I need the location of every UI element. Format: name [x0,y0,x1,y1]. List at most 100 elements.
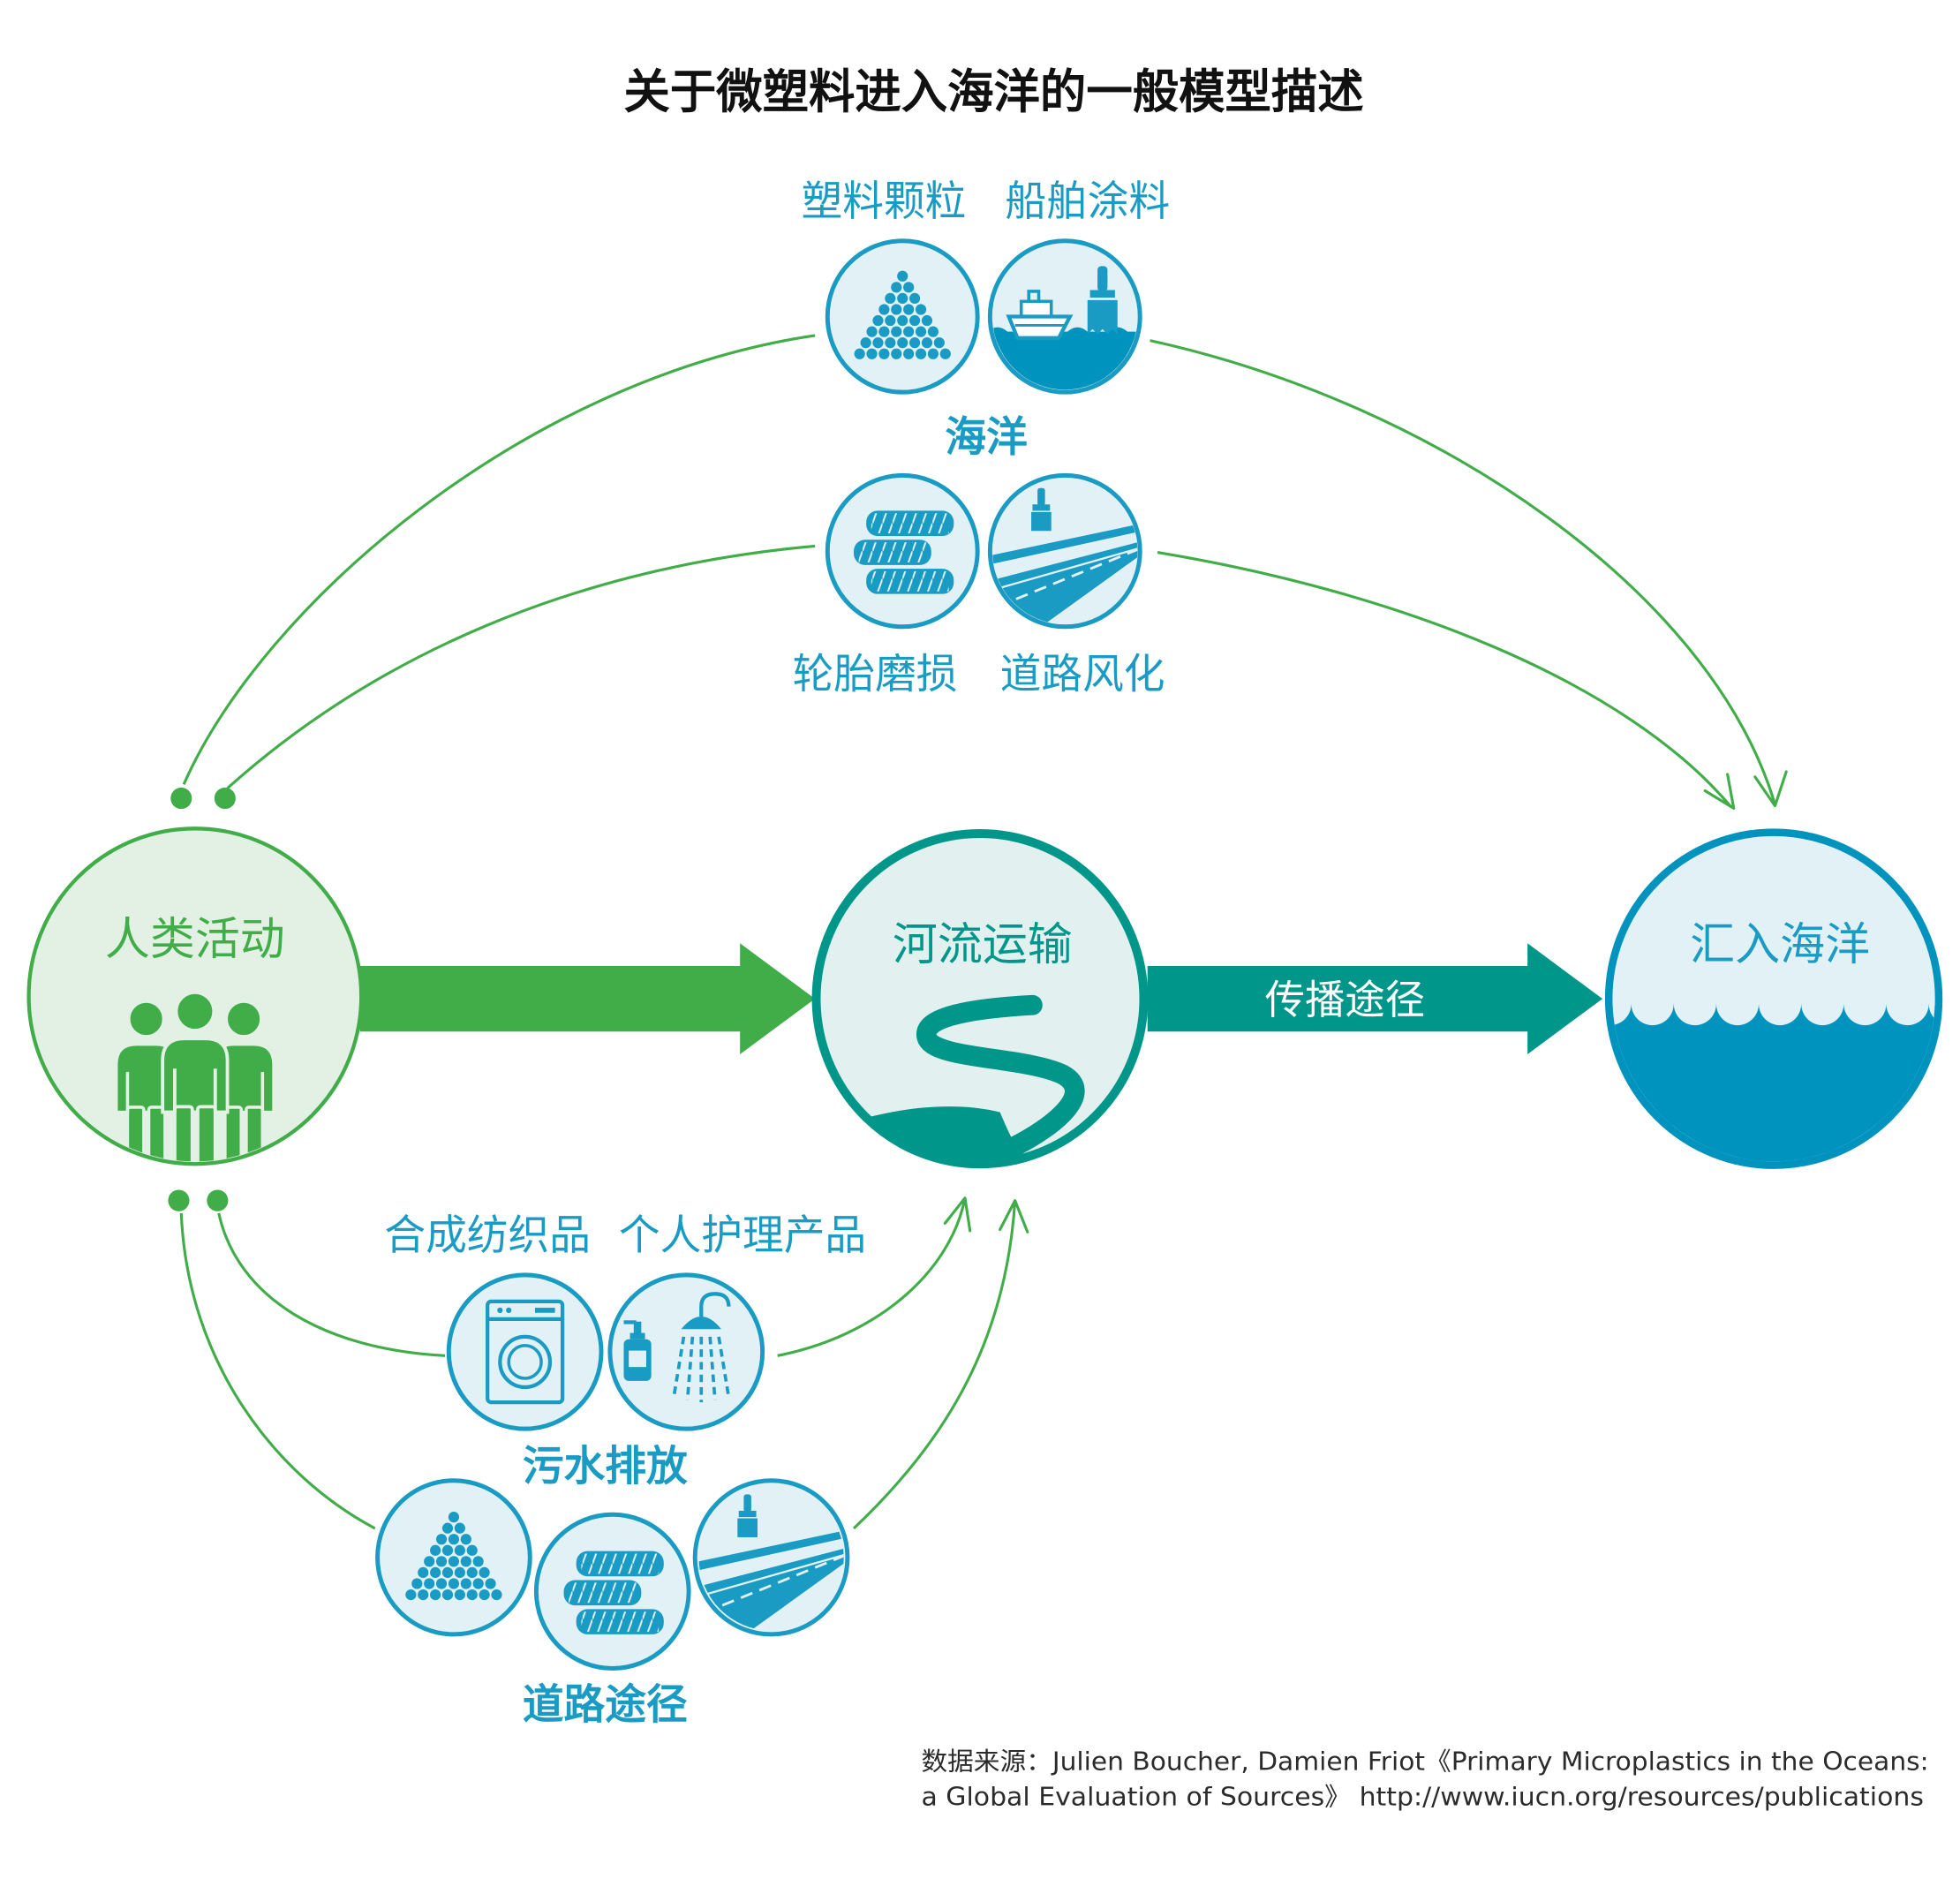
pellet [903,304,915,315]
pellet [872,337,884,349]
connector-dot [207,1189,229,1211]
pellet [435,1578,448,1589]
curve-inner-bottom-left [217,1212,446,1357]
source-label-tire-wear: 轮胎磨损 [793,650,958,698]
ship-paint-icon [987,238,1142,395]
pellet [466,1544,478,1556]
route-label-road: 道路途径 [523,1680,688,1729]
connector-dot [214,787,236,810]
stage-label-human-activity: 人类活动 [105,913,285,966]
pellet [466,1566,478,1579]
stage-river-transport: 河流运输 [811,829,1149,1169]
paint-brush-icon [737,1494,758,1537]
pellet [472,1556,484,1567]
pellet [860,337,871,349]
stage-label-ocean-sink: 汇入海洋 [1690,918,1870,971]
route-label-ocean: 海洋 [945,413,1027,462]
pellet [479,1588,490,1601]
pellet [430,1544,441,1556]
flow-curves [168,334,1788,1530]
pellet [909,314,921,327]
ocean-waves-icon [1612,982,1935,1162]
connector-dot [168,1189,190,1211]
pellet [460,1578,471,1589]
pellet [448,1511,460,1523]
tire-wear-icon [533,1512,691,1671]
pellet [424,1578,435,1589]
pellet [405,1588,417,1601]
pellet [909,337,921,349]
shower-icon [607,1272,765,1431]
tire-wear-icon [825,472,980,630]
pellet [424,1556,435,1567]
pellet [866,348,878,359]
pellet [891,348,902,359]
pellet [448,1556,460,1567]
wave-cap [1886,982,1929,1026]
pellet [448,1534,460,1545]
pellet [927,348,939,359]
pellet [418,1566,429,1579]
stage-human-activity: 人类活动 [26,826,364,1166]
pellet [885,337,896,349]
plastic-pellets-icon [825,238,980,395]
pellet [897,270,908,282]
paint-brush-icon [1031,487,1052,532]
washing-machine-icon [446,1272,604,1431]
road-weathering-icon [987,472,1142,630]
pellet [921,337,933,349]
pellet [897,292,908,305]
pellet [454,1544,465,1556]
plastic-pellets-icon [375,1478,532,1637]
pellet [472,1578,484,1589]
road-weathering-icon [692,1478,850,1637]
pellet [891,304,902,315]
pellet [878,304,890,315]
pellet [878,348,890,359]
pellet [903,348,915,359]
flow-arrow-human-to-river [359,943,816,1054]
source-label-synthetic-textiles: 合成纺织品 [384,1211,591,1260]
curve-outer-top-right [1150,339,1776,805]
curve-inner-top-right [1157,550,1733,809]
pellet [466,1588,478,1601]
flow-arrow-river-to-ocean: 传播途径 [1147,943,1603,1054]
pellet [921,314,933,327]
road-route: 道路途径 [375,1478,850,1730]
ocean-route: 塑料颗粒 船舶涂料 海洋 [793,177,1170,699]
pellet [891,282,902,293]
arrowhead-inner-bottom [943,1196,972,1233]
pellet [435,1534,448,1545]
pellet [915,326,927,337]
connector-dot [170,787,192,810]
pellet [915,304,927,315]
pellet [454,1522,465,1534]
stage-ocean-sink: 汇入海洋 [1604,828,1943,1169]
curve-inner-bottom-right [777,1197,967,1357]
arrowhead-outer-top [1753,770,1788,808]
pellet [927,326,939,337]
source-note-line-2: a Global Evaluation of Sources》 http://w… [921,1783,1923,1812]
pellet [479,1566,490,1579]
source-label-personal-care: 个人护理产品 [619,1211,866,1260]
curve-outer-top-left [182,334,816,785]
pellet [866,326,878,337]
pellet [903,326,915,337]
curve-outer-bottom-right [852,1200,1017,1530]
pellet [885,292,896,305]
pellet [460,1534,471,1545]
pellet [915,348,927,359]
sewage-route: 合成纺织品 个人护理产品 [384,1211,866,1491]
wave-cap [1801,982,1844,1026]
arrowhead-outer-bottom [999,1199,1029,1234]
pellet [460,1556,471,1567]
pellet [441,1566,454,1579]
pellet [454,1588,465,1601]
pellet [909,292,921,305]
arrowhead-inner-top [1703,773,1736,811]
diagram-title: 关于微塑料进入海洋的一般模型描述 [624,65,1364,119]
pellet [485,1578,496,1589]
wave-cap [1843,982,1887,1026]
pellet [411,1578,423,1589]
pellet [939,348,951,359]
